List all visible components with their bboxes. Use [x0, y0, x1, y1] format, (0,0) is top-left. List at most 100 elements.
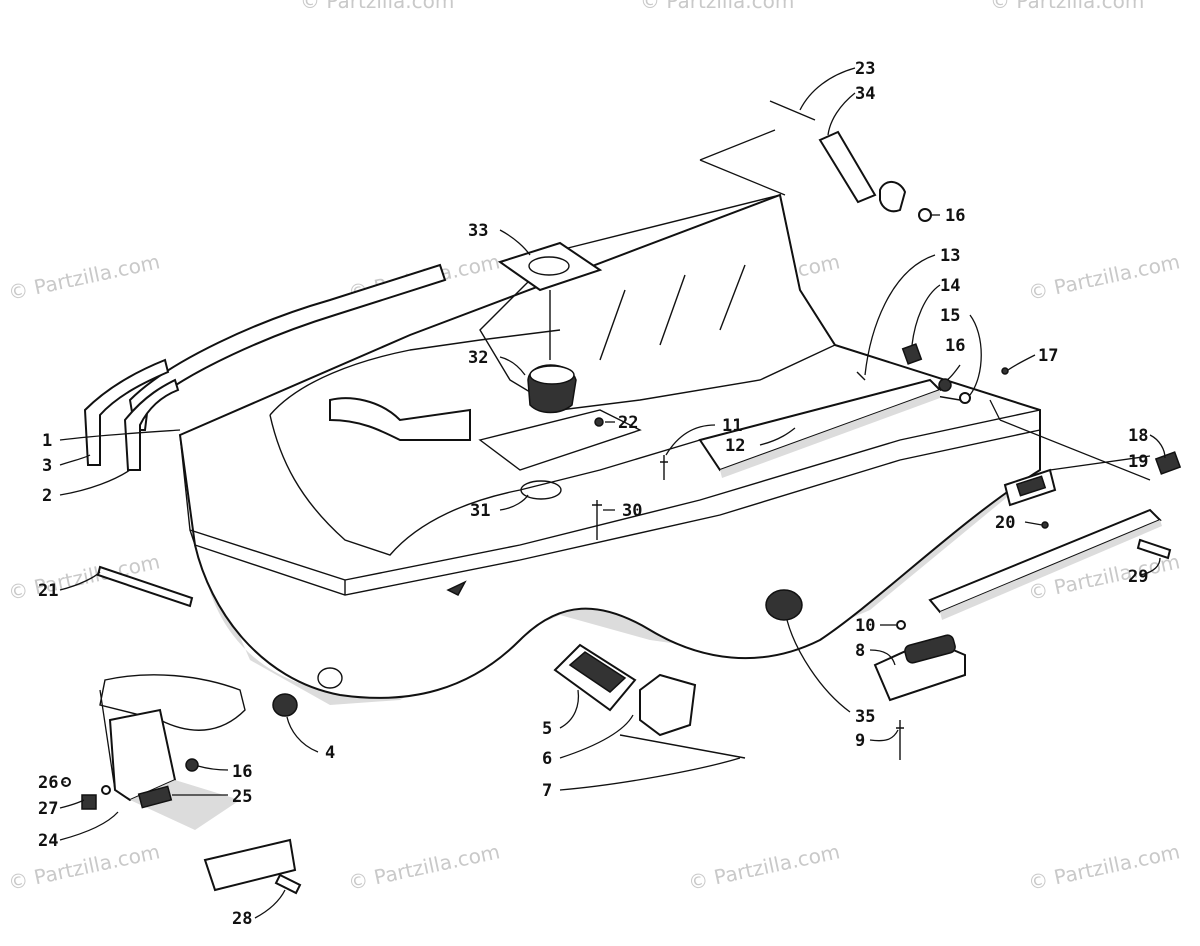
- callout-13: 13: [940, 246, 960, 266]
- nut-16: [938, 378, 952, 392]
- leader-rail-guide: [989, 399, 1151, 481]
- callout-9: 9: [855, 731, 865, 751]
- catch-barrel: [904, 634, 956, 664]
- leader-28: [254, 889, 286, 919]
- rivet-11: [660, 455, 668, 480]
- leader-33: [499, 229, 531, 256]
- catch-assembly: [873, 620, 966, 760]
- callout-34: 34: [855, 84, 875, 104]
- handle: [879, 181, 907, 213]
- watermark: © Partzilla.com: [686, 839, 842, 895]
- leader-lines: [59, 67, 1166, 919]
- leader-14: [911, 284, 941, 346]
- leader-24: [59, 811, 119, 841]
- plate-hole: [528, 256, 570, 276]
- watermark: © Partzilla.com: [6, 549, 162, 605]
- screw-28: [274, 873, 302, 895]
- callout-14: 14: [940, 276, 960, 296]
- leader-16c: [197, 765, 229, 771]
- callout-35: 35: [855, 707, 875, 727]
- callout-33: 33: [468, 221, 488, 241]
- block-25: [137, 785, 173, 809]
- bezel-6: [639, 673, 697, 737]
- leader-34: [827, 92, 856, 136]
- leader-17: [1007, 354, 1036, 371]
- callout-30: 30: [622, 501, 642, 521]
- light-18: [1154, 451, 1182, 475]
- screw-20: [1041, 521, 1049, 529]
- leader-1: [59, 429, 181, 441]
- watermark: © Partzilla.com: [300, 0, 454, 13]
- leader-35: [786, 619, 851, 713]
- callout-32: 32: [468, 348, 488, 368]
- watermark: © Partzilla.com: [1026, 249, 1182, 305]
- leader-18: [1149, 434, 1166, 459]
- leader-hitch-guide: [699, 129, 786, 196]
- callout-18: 18: [1128, 426, 1148, 446]
- watermark: © Partzilla.com: [990, 0, 1144, 13]
- belly-pan-rim: [179, 434, 346, 595]
- callout-16-top: 16: [945, 206, 965, 226]
- watermark: © Partzilla.com: [6, 249, 162, 305]
- rivet-17: [1001, 367, 1009, 375]
- callout-2: 2: [42, 486, 52, 506]
- trim-strip-long: [128, 263, 447, 431]
- leader-2: [59, 469, 131, 496]
- rivet-9: [896, 720, 904, 760]
- callout-24: 24: [38, 831, 58, 851]
- leader-6: [559, 714, 634, 759]
- bolt-29: [1136, 538, 1172, 560]
- watermark: © Partzilla.com: [6, 839, 162, 895]
- leader-bracket-guide: [99, 689, 116, 791]
- callout-31: 31: [470, 501, 490, 521]
- leader-7: [559, 757, 741, 791]
- leader-20: [1024, 521, 1043, 526]
- leader-29: [1139, 557, 1161, 576]
- hitch-assembly: [769, 100, 932, 222]
- bracket-assembly: [61, 674, 302, 895]
- watermark: © Partzilla.com: [640, 0, 794, 13]
- washer-15: [959, 392, 971, 404]
- callout-3: 3: [42, 456, 52, 476]
- callout-10: 10: [855, 616, 875, 636]
- tunnel-top: [479, 194, 837, 411]
- mount-plate-33: [497, 241, 603, 292]
- hole-4: [317, 667, 343, 689]
- trim-strip-short-3: [83, 358, 170, 466]
- leader-19: [1049, 455, 1151, 471]
- housing-5-inner: [568, 651, 627, 693]
- leader-4: [286, 716, 319, 753]
- callout-22: 22: [618, 413, 638, 433]
- rail-19-shade: [940, 520, 1162, 620]
- grommet-top: [529, 365, 575, 385]
- air-duct: [329, 397, 471, 441]
- leader-13: [864, 254, 936, 376]
- bracket-34: [818, 130, 877, 204]
- cable-housing: [553, 643, 746, 759]
- belly-pan-outline: [178, 193, 1041, 699]
- callout-29: 29: [1128, 567, 1148, 587]
- spacer-14: [901, 343, 923, 365]
- nut-16-lower: [185, 758, 199, 772]
- rivet-30: [592, 500, 602, 540]
- leader-5: [559, 689, 580, 729]
- lower-hole-31: [520, 480, 562, 500]
- trim-rails: [83, 263, 447, 471]
- belly-pan-rim-3: [189, 429, 1041, 596]
- callout-19: 19: [1128, 452, 1148, 472]
- callout-6: 6: [542, 749, 552, 769]
- leader-11: [665, 424, 716, 456]
- cable-7: [619, 734, 746, 759]
- right-parts: [660, 343, 1182, 620]
- nut-16-top: [918, 208, 932, 222]
- bracket-plate-28: [203, 838, 297, 892]
- mounting-plate: [478, 409, 642, 471]
- rivet-13: [856, 371, 866, 381]
- bolt-23: [769, 100, 816, 121]
- belly-pan-assembly: [178, 193, 1041, 705]
- grommet-4: [272, 693, 298, 717]
- tunnel-rib-2: [659, 274, 686, 346]
- leader-8: [869, 649, 896, 666]
- leader-31: [499, 494, 529, 511]
